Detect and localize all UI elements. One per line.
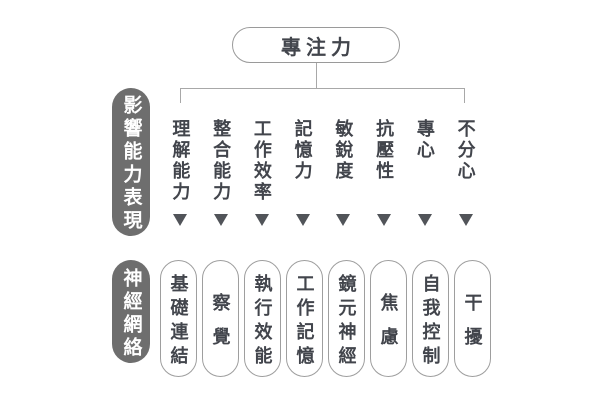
ability-label: 工作效率 [251, 119, 272, 203]
ability-label: 整合能力 [211, 119, 232, 203]
arrow-cell [323, 214, 364, 226]
ability-column: 工作效率 [242, 119, 283, 209]
network-node-label: 基礎連結 [168, 273, 189, 370]
arrow-cell [201, 214, 242, 226]
ability-label: 專心 [414, 119, 435, 161]
network-node: 執行效能 [244, 260, 281, 377]
abilities-row: 理解能力 整合能力 工作效率 記憶力 敏銳度 抗壓性 專心 不分心 [160, 119, 486, 209]
network-node-label: 執行效能 [252, 273, 273, 370]
down-triangle-icon [417, 214, 432, 226]
arrow-cell [445, 214, 486, 226]
side-label-ability-performance: 影響能力表現 [112, 88, 150, 236]
network-node-label: 鏡元神經 [336, 273, 357, 370]
ability-label: 敏銳度 [333, 119, 354, 182]
ability-column: 專心 [405, 119, 446, 209]
network-node: 察覺 [202, 260, 239, 377]
ability-column: 整合能力 [201, 119, 242, 209]
arrow-cell [242, 214, 283, 226]
side-label-neural-network: 神經網絡 [112, 260, 150, 363]
network-node: 工作記憶 [286, 260, 323, 377]
ability-column: 抗壓性 [364, 119, 405, 209]
root-connector-line [316, 63, 317, 88]
network-node: 焦慮 [370, 260, 407, 377]
down-triangle-icon [295, 214, 310, 226]
arrows-row [160, 214, 486, 226]
down-triangle-icon [214, 214, 229, 226]
network-node: 鏡元神經 [328, 260, 365, 377]
ability-column: 敏銳度 [323, 119, 364, 209]
down-triangle-icon [377, 214, 392, 226]
network-node-label: 干擾 [462, 292, 483, 361]
down-triangle-icon [458, 214, 473, 226]
root-node: 專注力 [232, 27, 400, 63]
down-triangle-icon [254, 214, 269, 226]
side-label-ability-performance-text: 影響能力表現 [120, 95, 142, 233]
network-node: 自我控制 [412, 260, 449, 377]
networks-row: 基礎連結 察覺 執行效能 工作記憶 鏡元神經 焦慮 自我控制 干擾 [160, 260, 491, 377]
ability-label: 記憶力 [292, 119, 313, 182]
network-node-label: 察覺 [210, 292, 231, 361]
arrow-cell [160, 214, 201, 226]
arrow-cell [405, 214, 446, 226]
ability-label: 不分心 [455, 119, 476, 182]
down-triangle-icon [173, 214, 188, 226]
side-label-neural-network-text: 神經網絡 [120, 267, 142, 360]
ability-label: 理解能力 [170, 119, 191, 203]
branch-bracket-line [179, 88, 465, 103]
network-node: 干擾 [454, 260, 491, 377]
network-node-label: 焦慮 [378, 292, 399, 361]
ability-column: 記憶力 [282, 119, 323, 209]
root-node-label: 專注力 [281, 36, 356, 59]
network-node: 基礎連結 [160, 260, 197, 377]
arrow-cell [364, 214, 405, 226]
ability-label: 抗壓性 [374, 119, 395, 182]
network-node-label: 自我控制 [420, 273, 441, 370]
ability-column: 理解能力 [160, 119, 201, 209]
arrow-cell [282, 214, 323, 226]
network-node-label: 工作記憶 [294, 273, 315, 370]
down-triangle-icon [336, 214, 351, 226]
ability-column: 不分心 [445, 119, 486, 209]
